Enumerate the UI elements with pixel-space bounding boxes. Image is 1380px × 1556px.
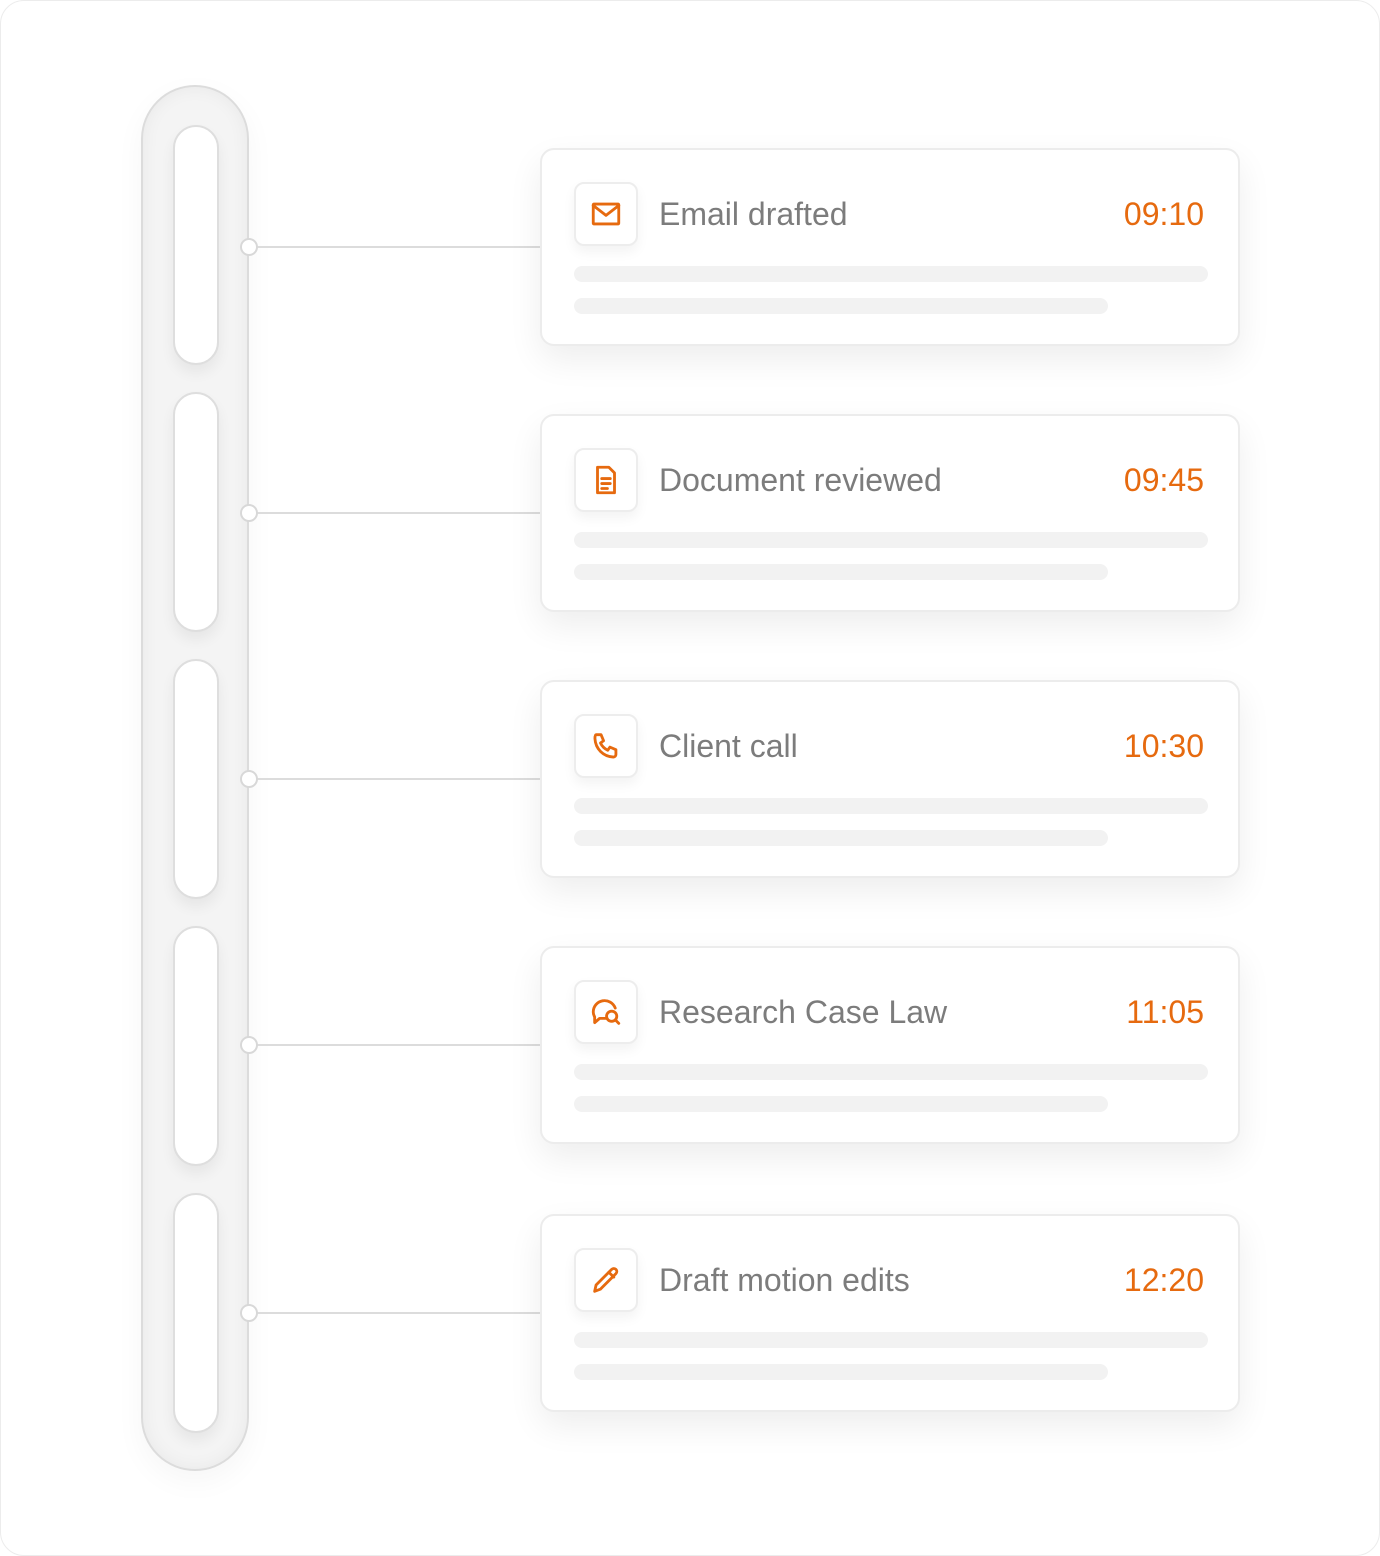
timeline-card[interactable]: Draft motion edits 12:20	[540, 1214, 1240, 1412]
connector-line	[251, 778, 541, 780]
connector-line	[251, 1044, 541, 1046]
card-title: Email drafted	[659, 196, 848, 232]
skeleton-line	[574, 1364, 1108, 1380]
rail-slot	[173, 926, 219, 1166]
card-time: 09:10	[1123, 196, 1204, 232]
timeline-node	[240, 770, 258, 788]
mail-icon	[574, 182, 638, 246]
rail-slot	[173, 659, 219, 899]
skeleton-line	[574, 1064, 1208, 1080]
connector-line	[251, 512, 541, 514]
timeline-card[interactable]: Document reviewed 09:45	[540, 414, 1240, 612]
timeline-node	[240, 238, 258, 256]
rail-slot	[173, 125, 219, 365]
card-title: Research Case Law	[659, 994, 948, 1030]
pencil-icon	[574, 1248, 638, 1312]
timeline-card[interactable]: Client call 10:30	[540, 680, 1240, 878]
rail-slot	[173, 392, 219, 632]
connector-line	[251, 1312, 541, 1314]
skeleton-line	[574, 266, 1208, 282]
timeline-node	[240, 1036, 258, 1054]
rail-slot	[173, 1193, 219, 1433]
skeleton-line	[574, 1332, 1208, 1348]
card-time: 11:05	[1126, 994, 1204, 1030]
card-title: Document reviewed	[659, 462, 942, 498]
card-time: 10:30	[1123, 728, 1204, 764]
timeline-card[interactable]: Email drafted 09:10	[540, 148, 1240, 346]
skeleton-line	[574, 1096, 1108, 1112]
skeleton-line	[574, 298, 1108, 314]
skeleton-line	[574, 830, 1108, 846]
search-chat-icon	[574, 980, 638, 1044]
card-time: 09:45	[1123, 462, 1204, 498]
document-icon	[574, 448, 638, 512]
skeleton-line	[574, 532, 1208, 548]
card-title: Draft motion edits	[659, 1262, 910, 1298]
timeline-card[interactable]: Research Case Law 11:05	[540, 946, 1240, 1144]
timeline-node	[240, 1304, 258, 1322]
timeline-node	[240, 504, 258, 522]
card-time: 12:20	[1123, 1262, 1204, 1298]
connector-line	[251, 246, 541, 248]
card-title: Client call	[659, 728, 798, 764]
skeleton-line	[574, 798, 1208, 814]
phone-icon	[574, 714, 638, 778]
skeleton-line	[574, 564, 1108, 580]
